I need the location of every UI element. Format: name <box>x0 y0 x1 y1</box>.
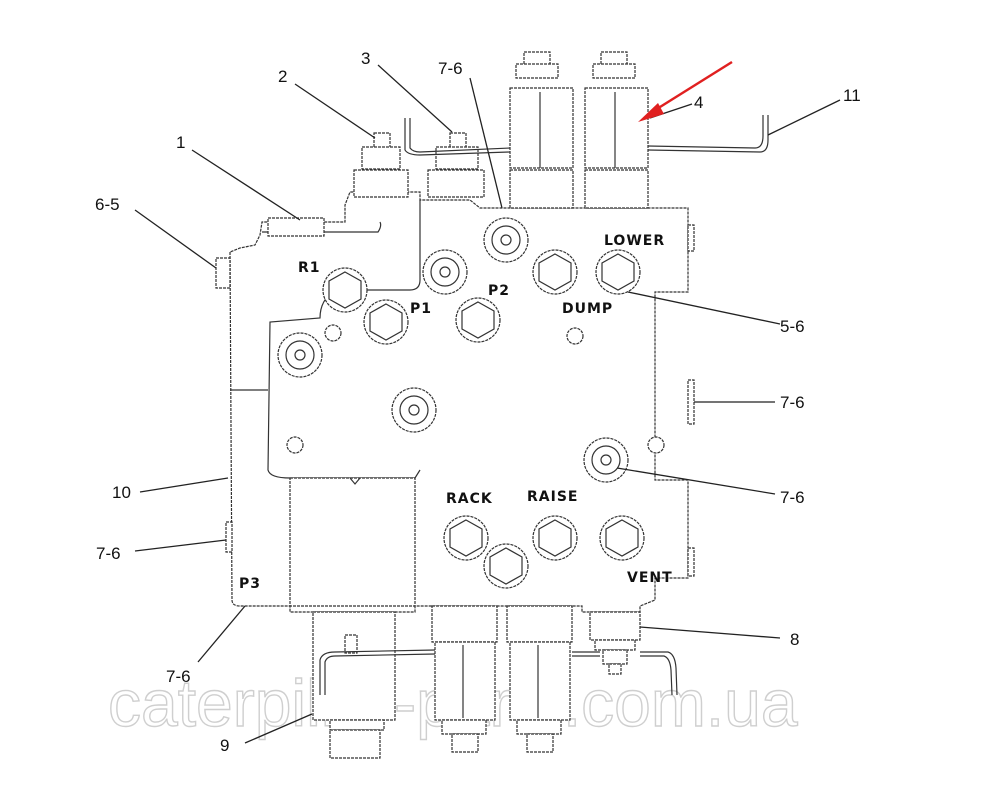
callout-10: 10 <box>112 483 131 502</box>
callout-7-6-right-upper: 7-6 <box>780 393 805 412</box>
port-raise <box>532 515 578 561</box>
solenoid-top-left <box>509 51 574 209</box>
port-r1 <box>322 267 368 313</box>
highlight-arrow <box>638 60 733 122</box>
port-label-p2: P2 <box>488 283 510 299</box>
callout-1: 1 <box>176 133 185 152</box>
plug-1 <box>422 249 468 295</box>
callout-11: 11 <box>843 86 861 105</box>
port-label-p3: P3 <box>239 576 261 592</box>
port-label-p1: P1 <box>410 301 432 317</box>
ports <box>277 217 665 589</box>
port-label-lower: LOWER <box>604 233 665 249</box>
callout-9: 9 <box>220 736 229 755</box>
solenoid-top-right <box>584 51 649 209</box>
port-p1 <box>363 299 409 345</box>
solenoid-bottom-left <box>431 605 498 753</box>
plug-3 <box>277 332 323 378</box>
callout-2: 2 <box>278 67 287 86</box>
port-rack <box>443 515 489 561</box>
callout-5-6: 5-6 <box>780 317 805 336</box>
leader-lines <box>134 64 841 744</box>
port-lower <box>595 249 641 295</box>
port-vent <box>599 515 645 561</box>
solenoid-bottom-right <box>506 605 573 753</box>
port-p2 <box>455 297 501 343</box>
port-label-vent: VENT <box>627 570 673 586</box>
fitting-8 <box>589 611 641 675</box>
port-label-rack: RACK <box>446 491 493 507</box>
plug-2 <box>483 217 529 263</box>
port-mid <box>532 249 578 295</box>
callout-8: 8 <box>790 630 799 649</box>
port-label-raise: RAISE <box>527 489 578 505</box>
callout-7-6-right-lower: 7-6 <box>780 488 805 507</box>
callout-7-6-bottom: 7-6 <box>166 667 191 686</box>
wire-harness-11 <box>404 115 769 156</box>
plug-4 <box>391 387 437 433</box>
port-label-r1: R1 <box>298 260 321 276</box>
callout-7-6-top: 7-6 <box>438 59 463 78</box>
callout-6-5: 6-5 <box>95 195 120 214</box>
plug-5 <box>583 437 629 483</box>
callout-3: 3 <box>361 49 370 68</box>
port-center <box>483 543 529 589</box>
port-label-dump: DUMP <box>562 301 613 317</box>
relief-valve-nut-2 <box>353 132 409 198</box>
solenoid-coil-9 <box>312 611 396 759</box>
relief-valve-nut-3 <box>427 132 485 198</box>
callout-4: 4 <box>694 93 703 112</box>
callout-7-6-left: 7-6 <box>96 544 121 563</box>
wire-harness-bottom <box>319 649 678 696</box>
